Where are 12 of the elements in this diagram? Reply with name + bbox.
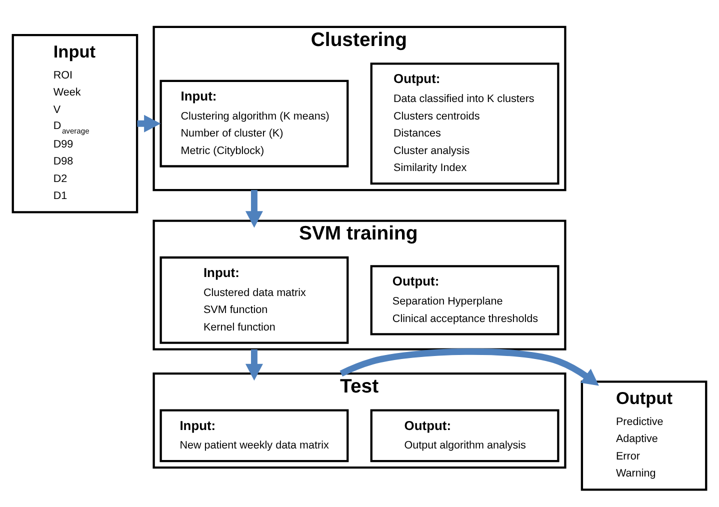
node-box: Output: Data classified into K clusters Clusters centroids Distances Cluster analysis Similarity Index xyxy=(370,62,560,184)
node-box: Output Predictive Adaptive Error Warning xyxy=(580,380,708,490)
node-box: Input ROI Week V D$_{average}$ D99 D98 D2 D1 xyxy=(12,33,138,213)
node-box: Input: New patient weekly data matrix xyxy=(160,408,349,462)
node-box: Input: Clustering algorithm (K means) Number of cluster (K) Metric (Cityblock) xyxy=(160,79,349,167)
node-box: Output: Separation Hyperplane Clinical acceptance thresholds xyxy=(370,264,560,335)
arrow xyxy=(245,348,263,380)
node-box: Input: Clustered data matrix SVM function Kernel function xyxy=(160,256,349,344)
arrow xyxy=(137,114,161,132)
node-box: Output: Output algorithm analysis xyxy=(370,408,560,462)
arrow xyxy=(340,348,599,386)
arrow xyxy=(245,190,263,228)
